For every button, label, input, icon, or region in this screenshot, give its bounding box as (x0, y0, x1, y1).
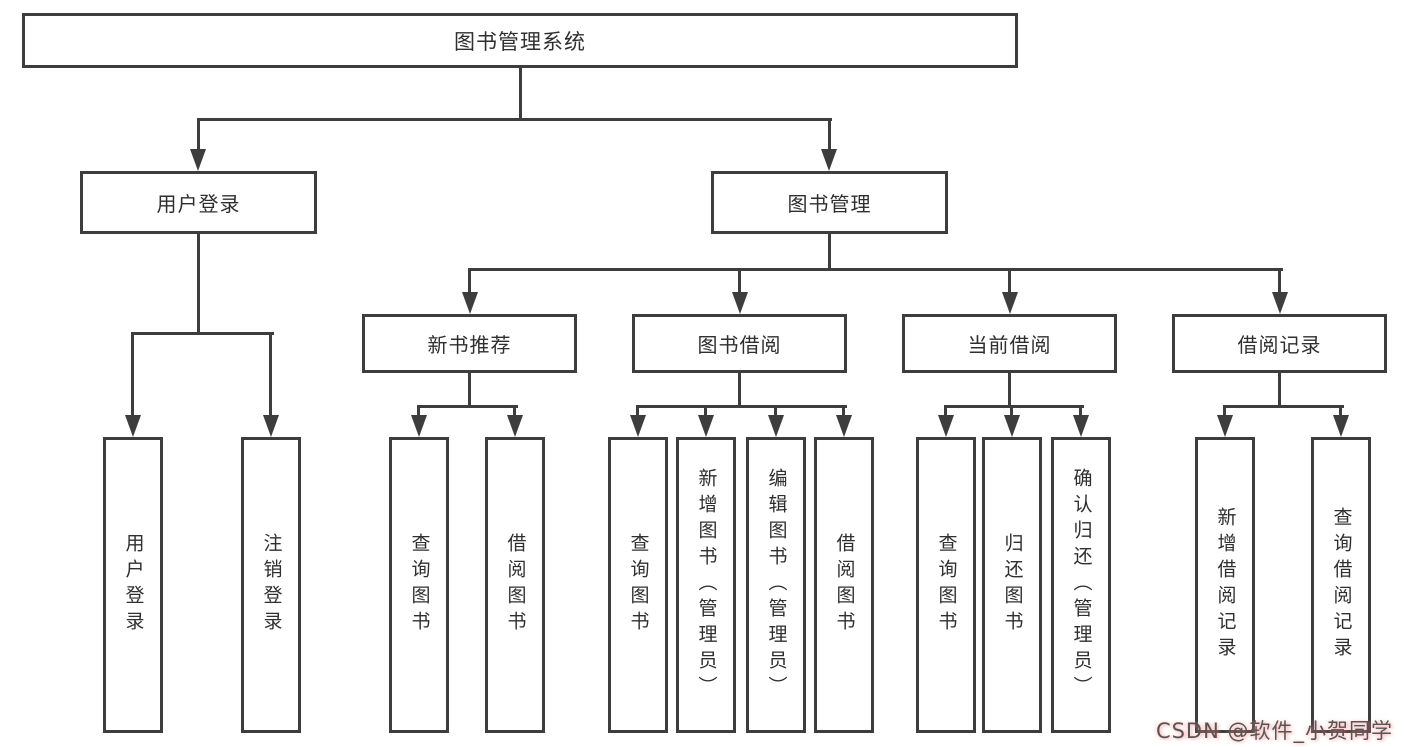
node-label: 查询借阅记录 (1330, 507, 1353, 663)
node-label: 图书借阅 (697, 333, 782, 357)
arrow-down-icon (1004, 415, 1020, 437)
connector-line (468, 373, 471, 408)
connector-line (636, 405, 847, 408)
connector-line (417, 405, 518, 408)
node-label: 新增借阅记录 (1214, 507, 1237, 663)
node-current-borrowing: 当前借阅 (902, 314, 1117, 373)
connector-line (131, 332, 274, 335)
arrow-down-icon (836, 415, 852, 437)
arrow-down-icon (938, 415, 954, 437)
connector-line (738, 268, 741, 296)
connector-line (842, 405, 845, 419)
node-label: 借阅图书 (833, 533, 856, 637)
arrow-down-icon (125, 415, 141, 437)
arrow-down-icon (1333, 415, 1349, 437)
arrow-down-icon (507, 415, 523, 437)
connector-line (1278, 268, 1281, 296)
node-label: 编辑图书（管理员） (765, 468, 788, 702)
node-label: 新增图书（管理员） (695, 468, 718, 702)
arrow-down-icon (698, 415, 714, 437)
node-label: 当前借阅 (967, 333, 1052, 357)
connector-line (1278, 373, 1281, 408)
connector-line (519, 68, 522, 121)
arrow-down-icon (1073, 415, 1089, 437)
leaf-confirm-return-admin: 确认归还（管理员） (1051, 437, 1111, 733)
connector-line (1223, 405, 1226, 419)
csdn-watermark: CSDN @软件_小贺同学 (1155, 719, 1393, 743)
node-book-borrowing: 图书借阅 (632, 314, 847, 373)
leaf-query-books-newbook: 查询图书 (389, 437, 449, 733)
leaf-return-books: 归还图书 (982, 437, 1042, 733)
arrow-down-icon (190, 149, 206, 171)
leaf-query-books-borrowing: 查询图书 (608, 437, 668, 733)
connector-line (1010, 405, 1013, 419)
arrow-down-icon (411, 415, 427, 437)
connector-line (417, 405, 420, 419)
connector-line (1008, 373, 1011, 408)
node-label: 注销登录 (260, 533, 283, 637)
connector-line (828, 234, 831, 270)
node-label: 新书推荐 (427, 333, 512, 357)
arrow-down-icon (630, 415, 646, 437)
arrow-down-icon (263, 415, 279, 437)
node-label: 确认归还（管理员） (1070, 468, 1093, 702)
leaf-logout: 注销登录 (241, 437, 301, 733)
leaf-query-borrow-record: 查询借阅记录 (1311, 437, 1371, 733)
arrow-down-icon (1272, 292, 1288, 314)
connector-line (636, 405, 639, 419)
connector-line (1339, 405, 1342, 419)
leaf-query-books-current: 查询图书 (916, 437, 976, 733)
node-label: 借阅图书 (504, 533, 527, 637)
leaf-borrow-books-newbook: 借阅图书 (485, 437, 545, 733)
connector-line (131, 332, 134, 419)
connector-line (774, 405, 777, 419)
node-new-book-recommendation: 新书推荐 (362, 314, 577, 373)
arrow-down-icon (768, 415, 784, 437)
leaf-add-books-admin: 新增图书（管理员） (676, 437, 736, 733)
connector-line (828, 118, 831, 151)
node-label: 借阅记录 (1237, 333, 1322, 357)
arrow-down-icon (732, 292, 748, 314)
arrow-down-icon (1217, 415, 1233, 437)
connector-line (1223, 405, 1344, 408)
connector-line (269, 332, 272, 419)
node-borrowing-records: 借阅记录 (1172, 314, 1387, 373)
arrow-down-icon (821, 149, 837, 171)
node-label: 用户登录 (156, 192, 241, 216)
connector-line (1008, 268, 1011, 296)
connector-line (944, 405, 1084, 408)
leaf-add-borrow-record: 新增借阅记录 (1195, 437, 1255, 733)
connector-line (738, 373, 741, 408)
node-label: 查询图书 (935, 533, 958, 637)
connector-line (704, 405, 707, 419)
node-label: 查询图书 (408, 533, 431, 637)
leaf-borrow-books-borrowing: 借阅图书 (814, 437, 874, 733)
node-book-management: 图书管理 (711, 171, 948, 234)
connector-line (1079, 405, 1082, 419)
leaf-edit-books-admin: 编辑图书（管理员） (746, 437, 806, 733)
node-user-login: 用户登录 (80, 171, 317, 234)
leaf-user-login: 用户登录 (103, 437, 163, 733)
arrow-down-icon (1002, 292, 1018, 314)
node-label: 归还图书 (1001, 533, 1024, 637)
node-label: 查询图书 (627, 533, 650, 637)
connector-line (468, 268, 471, 296)
node-label: 图书管理系统 (454, 29, 586, 54)
node-label: 用户登录 (122, 533, 145, 637)
arrow-down-icon (462, 292, 478, 314)
node-library-management-system: 图书管理系统 (22, 13, 1018, 68)
connector-line (944, 405, 947, 419)
connector-line (197, 118, 200, 151)
connector-line (197, 234, 200, 335)
connector-line (197, 118, 832, 121)
connector-line (468, 268, 1283, 271)
node-label: 图书管理 (787, 192, 872, 216)
connector-line (513, 405, 516, 419)
